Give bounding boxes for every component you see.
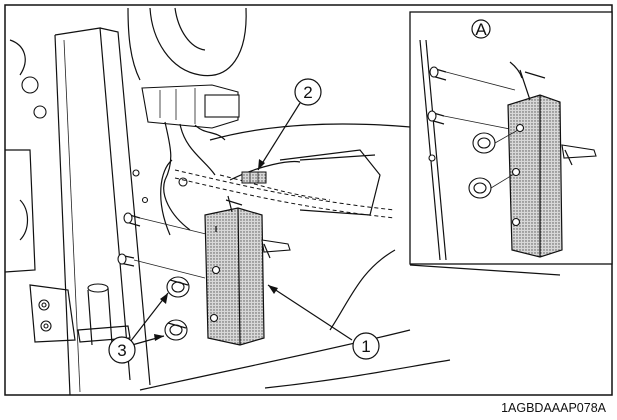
callout-3-label: 3 — [117, 341, 126, 360]
control-module — [204, 195, 291, 346]
callout-2: 2 — [257, 78, 322, 171]
flange-nuts — [164, 276, 190, 341]
detail-view-marker — [471, 19, 491, 39]
stud-bolts — [117, 169, 149, 267]
main-view — [4, 7, 561, 396]
callout-2-label: 2 — [303, 83, 312, 102]
figure-code: 1AGBDAAAP078A — [501, 401, 607, 415]
callout-1: 1 — [267, 284, 380, 360]
callout-3: 3 — [108, 292, 169, 364]
detail-inset: A — [409, 11, 613, 265]
detail-view-label: A — [475, 20, 487, 39]
callout-1-label: 1 — [361, 337, 370, 356]
wire-connector — [241, 171, 267, 184]
